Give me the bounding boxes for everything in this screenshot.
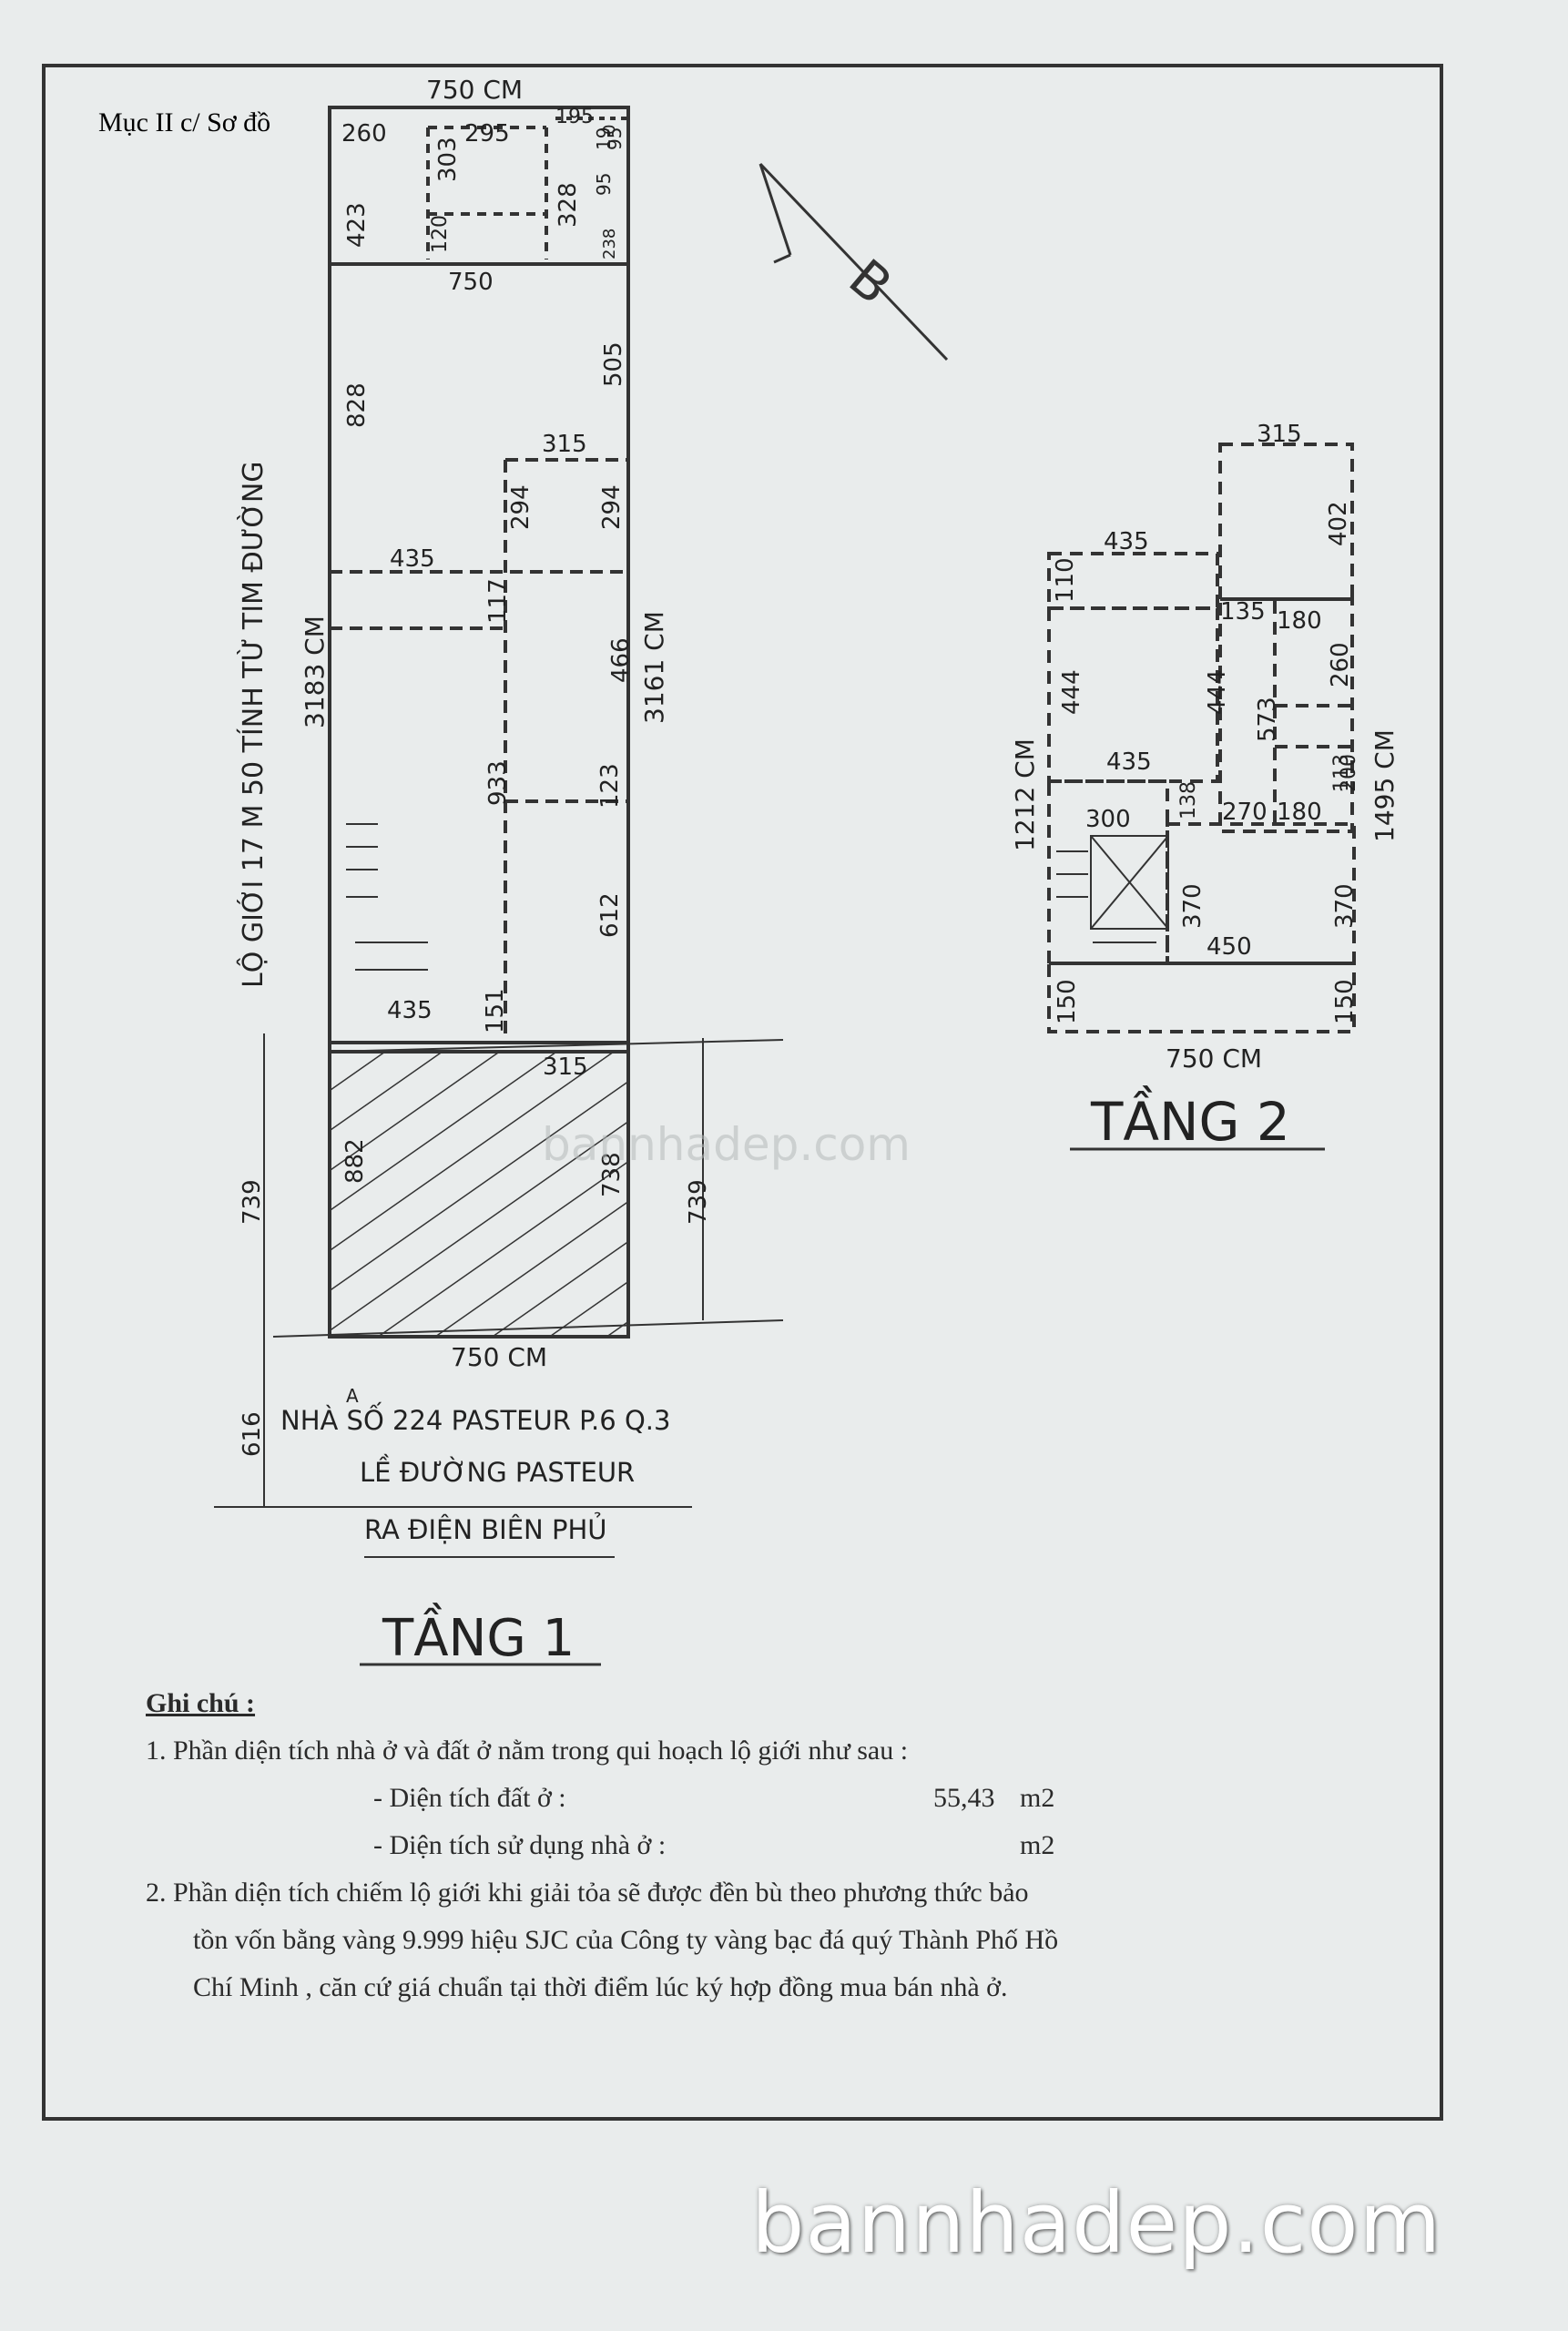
floor1-dim-label: 616 <box>239 1411 266 1457</box>
note-item-1: 1. Phần diện tích nhà ở và đất ở nằm tro… <box>146 1736 909 1766</box>
note-item-2-line3: Chí Minh , căn cứ giá chuẩn tại thời điể… <box>193 1972 1008 2002</box>
use-area-label: - Diện tích sử dụng nhà ở : <box>373 1830 667 1860</box>
floor2-dim-label: 435 <box>1104 528 1149 555</box>
f2-width-bottom: 750 CM <box>1166 1043 1262 1074</box>
floor1-plan <box>214 106 784 1558</box>
floor1-dim-label: 435 <box>387 997 433 1024</box>
notes-block: Ghi chú : 1. Phần diện tích nhà ở và đất… <box>146 1680 1357 2011</box>
floor2-dim-label: 315 <box>1257 421 1302 448</box>
floor2-dim-label: 113 <box>1330 754 1353 792</box>
floor1-dim-label: 295 <box>464 120 510 148</box>
floor1-dim-label: 315 <box>543 1054 588 1081</box>
floor2-dim-label: 444 <box>1204 669 1231 715</box>
floor2-dim-label: 573 <box>1254 697 1281 742</box>
page-border <box>42 64 1443 2121</box>
floor2-dim-label: 402 <box>1325 501 1352 546</box>
floor2-title: TẦNG 2 <box>1090 1084 1290 1153</box>
floor2-dim-label: 435 <box>1106 748 1152 776</box>
floor1-dim-label: 117 <box>484 578 512 624</box>
direction-label: RA ĐIỆN BIÊN PHỦ <box>364 1512 607 1545</box>
floor2-dim-label: 135 <box>1220 598 1266 626</box>
land-area-label: - Diện tích đất ở : <box>373 1783 566 1813</box>
floor2-dim-label: 150 <box>1054 979 1081 1024</box>
sidewalk-label: LỀ ĐƯỜNG PASTEUR <box>360 1454 635 1488</box>
floor2-dim-label: 270 <box>1222 799 1268 826</box>
f1-right-length: 3161 CM <box>639 611 669 724</box>
compass-label: B <box>838 249 902 316</box>
floor2-dim-label: 450 <box>1207 933 1252 961</box>
floor1-dim-label: 238 <box>600 229 619 260</box>
house-address: NHÀ SỐ 224 PASTEUR P.6 Q.3 <box>280 1402 670 1436</box>
use-area-row: - Diện tích sử dụng nhà ở : m2 <box>146 1822 1357 1869</box>
land-area-unit: m2 <box>1020 1783 1055 1813</box>
floor1-dim-label: 294 <box>507 484 535 530</box>
floor2-dim-label: 138 <box>1177 781 1200 819</box>
floor1-dim-label: 466 <box>607 637 635 683</box>
floor1-dim-label: 828 <box>343 382 371 428</box>
floor1-dim-label: 294 <box>598 484 626 530</box>
floor1-labels: 750 CM 750 CM 3183 CM 3161 CM LỘ GIỚI 17… <box>236 75 712 1457</box>
floor1-dim-label: 151 <box>482 988 509 1033</box>
floor1-dim-label: 435 <box>390 545 435 573</box>
floor1-dim-label: 120 <box>429 215 452 253</box>
section-heading: Mục II c/ Sơ đồ <box>98 107 270 137</box>
floor1-dim-label: 933 <box>484 760 512 806</box>
floor1-dim-label: 303 <box>434 137 462 182</box>
floor1-dim-label: 260 <box>341 120 387 148</box>
floor1-dim-label: 882 <box>341 1138 369 1184</box>
floor1-dim-label: 95 <box>593 173 615 196</box>
floor1-dim-label: 738 <box>598 1152 626 1197</box>
floor1-dim-label: 315 <box>542 431 587 458</box>
land-area-value: 55,43 <box>933 1783 995 1813</box>
floor1-dim-label: 123 <box>596 763 624 809</box>
floor1-dim-label: 739 <box>685 1179 712 1225</box>
floor2-stair <box>1056 835 1325 1151</box>
floor1-dim-label: 423 <box>343 202 371 248</box>
setback-hatched-area <box>328 1050 630 1339</box>
floor2-plan <box>1047 443 1356 1033</box>
floor1-title: TẦNG 1 <box>382 1603 575 1668</box>
note-item-2-line2: tồn vốn bằng vàng 9.999 hiệu SJC của Côn… <box>193 1925 1059 1955</box>
f2-right-length: 1495 CM <box>1369 729 1400 842</box>
floor1-dim-label: 19 <box>593 127 615 150</box>
floor1-dim-label: 95 <box>604 127 626 150</box>
note-item-2-line1: 2. Phần diện tích chiếm lộ giới khi giải… <box>146 1878 1029 1908</box>
floor2-dim-label: 300 <box>1085 806 1131 833</box>
watermark-center: bannhadep.com <box>542 1118 911 1171</box>
north-arrow-icon: B <box>759 162 949 361</box>
floor2-labels: 750 CM 1212 CM 1495 CM TẦNG 2 315 402 435 1… <box>1010 421 1400 1153</box>
use-area-unit: m2 <box>1020 1830 1055 1860</box>
road-setback-label: LỘ GIỚI 17 M 50 TÍNH TỪ TIM ĐƯỜNG <box>236 461 270 988</box>
floor1-dim-label: 750 <box>448 269 494 296</box>
floor2-dim-label: 370 <box>1179 883 1207 929</box>
address-accent: A <box>346 1385 359 1407</box>
floor2-dim-label: 370 <box>1331 883 1359 929</box>
floor2-dim-label: 180 <box>1277 799 1322 826</box>
f1-left-length: 3183 CM <box>300 616 330 728</box>
f2-left-length: 1212 CM <box>1010 738 1040 851</box>
floor2-dim-label: 180 <box>1277 607 1322 635</box>
watermark-footer: bannhadep.com <box>751 2174 1442 2272</box>
floor2-dim-label: 150 <box>1331 979 1359 1024</box>
floor1-dim-label: 505 <box>600 341 627 387</box>
land-area-row: - Diện tích đất ở : 55,43 m2 <box>146 1775 1357 1822</box>
floor2-dim-label: 200 <box>1338 754 1360 792</box>
address-block: A NHÀ SỐ 224 PASTEUR P.6 Q.3 LỀ ĐƯỜNG PA… <box>280 1385 670 1668</box>
notes-title: Ghi chú : <box>146 1688 256 1718</box>
floor1-dim-label: 328 <box>555 182 582 228</box>
f1-width-bottom: 750 CM <box>451 1342 547 1372</box>
floor1-dim-label: 739 <box>239 1179 266 1225</box>
floor2-dim-label: 260 <box>1327 642 1354 687</box>
floor2-dim-label: 444 <box>1058 669 1085 715</box>
floor1-dim-label: 0 <box>600 125 619 135</box>
floor1-dim-label: 612 <box>596 892 624 938</box>
f1-width-top: 750 CM <box>426 75 523 105</box>
floor1-dim-label: 195 <box>555 106 594 128</box>
floor2-dim-label: 110 <box>1052 557 1079 603</box>
